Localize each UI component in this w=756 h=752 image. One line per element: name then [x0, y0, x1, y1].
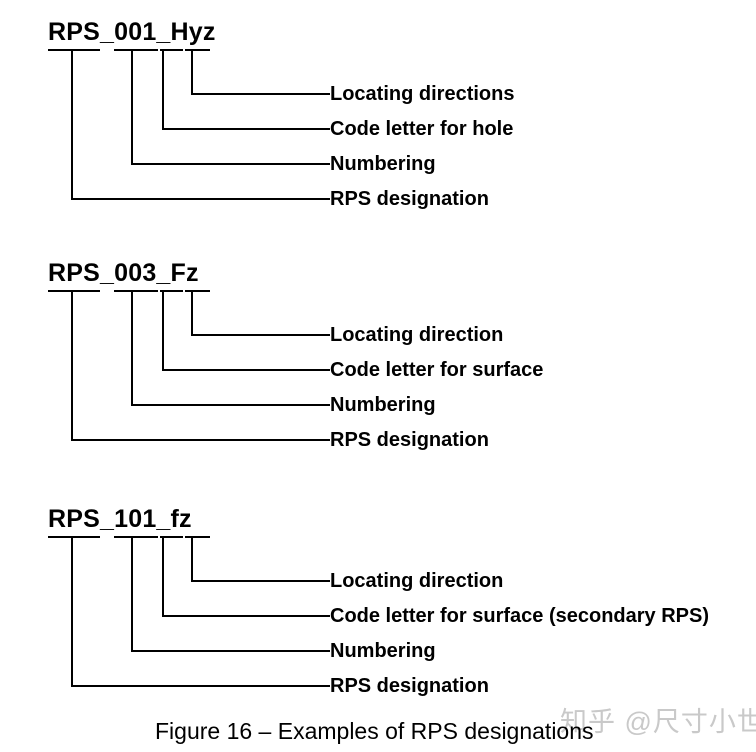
leader-label-1-0: Locating directions — [330, 83, 515, 105]
leader-lines-3 — [48, 535, 330, 688]
leader-label-2-3: RPS designation — [330, 429, 489, 451]
designation-text-3: RPS_101_fz — [48, 505, 192, 533]
designation-text-2: RPS_003_Fz — [48, 259, 199, 287]
leader-lines-2 — [48, 289, 330, 442]
leader-label-3-1: Code letter for surface (secondary RPS) — [330, 605, 709, 627]
designation-text-1: RPS_001_Hyz — [48, 18, 216, 46]
leader-label-1-1: Code letter for hole — [330, 118, 514, 140]
leader-label-2-1: Code letter for surface — [330, 359, 544, 381]
leader-label-2-2: Numbering — [330, 394, 436, 416]
leader-label-2-0: Locating direction — [330, 324, 504, 346]
leader-label-3-3: RPS designation — [330, 675, 489, 697]
leader-lines-1 — [48, 48, 330, 201]
leader-label-1-2: Numbering — [330, 153, 436, 175]
leader-label-3-0: Locating direction — [330, 570, 504, 592]
leader-label-1-3: RPS designation — [330, 188, 489, 210]
leader-label-3-2: Numbering — [330, 640, 436, 662]
figure-caption: Figure 16 – Examples of RPS designations — [155, 718, 594, 744]
